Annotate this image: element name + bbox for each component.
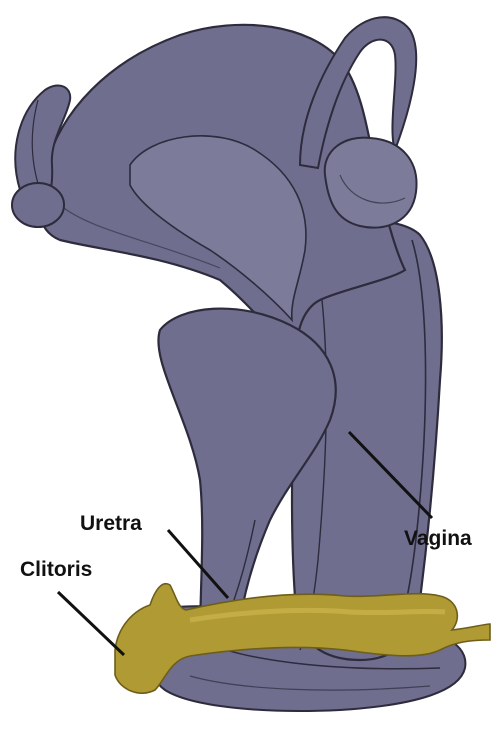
- uretra-label: Uretra: [80, 512, 142, 535]
- right-ovary: [325, 138, 417, 228]
- vagina-label: Vagina: [404, 527, 472, 550]
- clitoris-label: Clitoris: [20, 558, 92, 581]
- clitoris-leader-line: [58, 592, 124, 655]
